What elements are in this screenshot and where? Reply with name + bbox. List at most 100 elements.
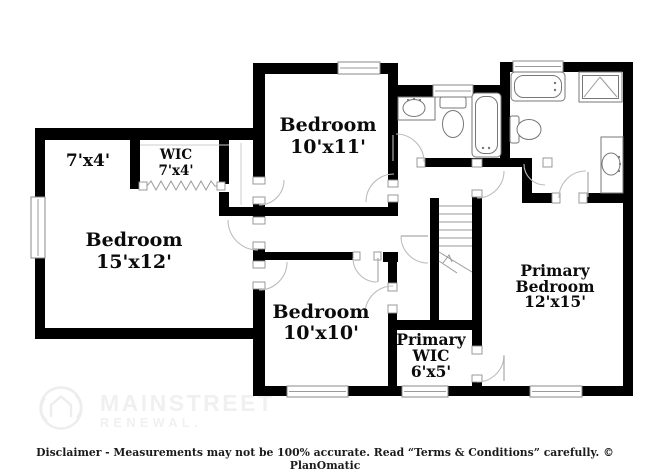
door-arc: [395, 133, 425, 163]
door-jamb: [471, 158, 483, 168]
shower-glass-line: [583, 76, 601, 98]
wall: [522, 158, 532, 203]
wall: [219, 207, 398, 216]
door-jamb: [578, 192, 588, 204]
wall: [623, 62, 633, 396]
shower-glass-line: [599, 76, 618, 98]
door-arc: [365, 173, 395, 203]
watermark-brand-subtext: RENEWAL.: [100, 416, 202, 430]
door-jamb: [471, 374, 483, 383]
room-dims-wic: 7'x4': [158, 163, 193, 179]
watermark-swoosh-left-icon: [39, 397, 48, 422]
wall: [500, 62, 510, 158]
windows: [30, 60, 583, 398]
room-label-wic: WIC: [159, 147, 192, 163]
wall: [253, 63, 265, 177]
wall: [563, 62, 633, 72]
door-arc: [476, 170, 505, 199]
wall: [35, 128, 45, 198]
wall: [35, 257, 45, 339]
sink-icon: [601, 152, 621, 176]
door-jamb: [542, 157, 553, 168]
door-arc: [258, 261, 288, 291]
toilet-icon: [442, 110, 464, 138]
bathtub-inner: [475, 96, 498, 154]
wall: [388, 63, 398, 98]
door-jamb: [252, 196, 266, 205]
door-jamb: [252, 281, 266, 290]
disclaimer-text: Disclaimer - Measurements may not be 100…: [36, 446, 614, 472]
wall: [383, 252, 398, 262]
faucet-dot: [418, 98, 422, 102]
wall: [253, 289, 265, 396]
door-jamb: [252, 241, 266, 250]
door-jamb: [252, 176, 266, 185]
door-jamb: [387, 282, 398, 292]
watermark-brand-text: MAINSTREET: [100, 390, 275, 416]
faucet-dot: [412, 97, 416, 101]
door-jamb: [216, 181, 226, 191]
bifold-zigzag: [146, 179, 217, 192]
wall: [522, 193, 560, 203]
watermark-house-icon: [49, 394, 73, 417]
room-label-bedroom-left: Bedroom: [86, 229, 183, 251]
door-jamb: [252, 260, 266, 269]
room-labels: 7'x4' WIC 7'x4' Bedroom 10'x11' Bedroom …: [66, 114, 595, 381]
room-label-bedroom-upper: Bedroom: [280, 114, 377, 136]
stair-arrow-icon: [442, 254, 453, 264]
door-jamb: [252, 216, 266, 225]
door-arc: [558, 170, 587, 199]
door-jamb: [387, 304, 398, 314]
wall: [253, 63, 398, 74]
hall-bathroom-fixtures: [397, 92, 502, 158]
room-dims-bedroom-upper: 10'x11': [290, 136, 366, 158]
room-label-primary-bedroom-1: Primary: [520, 261, 590, 280]
watermark-logo: MAINSTREET RENEWAL.: [39, 386, 275, 430]
room-dims-bedroom-middle: 10'x10': [283, 322, 359, 344]
faucet-dot: [553, 81, 557, 85]
staircase: [438, 205, 473, 274]
wall: [388, 320, 472, 330]
door-arc: [523, 163, 546, 186]
closet-details: [140, 143, 242, 205]
toilet-tank: [439, 96, 467, 109]
drain-dot: [487, 146, 491, 150]
wall: [219, 140, 229, 184]
room-dims-bedroom-left: 15'x12': [96, 251, 172, 273]
door-arc: [258, 179, 285, 206]
door-jamb: [387, 179, 399, 188]
wall: [500, 62, 513, 72]
primary-bathroom-fixtures: [509, 71, 624, 194]
wall: [35, 128, 265, 140]
wall: [388, 202, 398, 216]
wall: [130, 138, 140, 189]
room-dims-primary-bedroom: 12'x15': [524, 292, 586, 311]
door-jamb: [138, 181, 148, 191]
door-jamb: [352, 251, 361, 261]
toilet-icon: [516, 119, 542, 140]
room-label-nook: 7'x4': [66, 151, 110, 171]
faucet-dot: [617, 169, 621, 173]
wall: [587, 193, 623, 203]
stair-break-line: [438, 260, 458, 274]
watermark-swoosh-right-icon: [74, 394, 83, 419]
room-label-primary-bedroom-2: Bedroom: [515, 277, 595, 296]
door-jamb: [416, 157, 426, 168]
wall: [472, 197, 482, 346]
door-swings: [227, 133, 589, 383]
shower-inner: [582, 75, 619, 99]
room-label-bedroom-middle: Bedroom: [273, 301, 370, 323]
door-jamb: [387, 194, 399, 203]
door-jamb: [471, 345, 483, 355]
door-arc: [352, 257, 378, 283]
room-label-primary-wic-1: Primary: [396, 330, 466, 349]
door-arc: [227, 219, 259, 251]
door-arc: [400, 235, 429, 264]
room-dims-primary-wic: 6'x5': [411, 362, 451, 381]
wall: [35, 328, 265, 339]
faucet-dot: [406, 98, 410, 102]
bathtub-inner: [514, 75, 562, 98]
wall: [388, 253, 397, 283]
